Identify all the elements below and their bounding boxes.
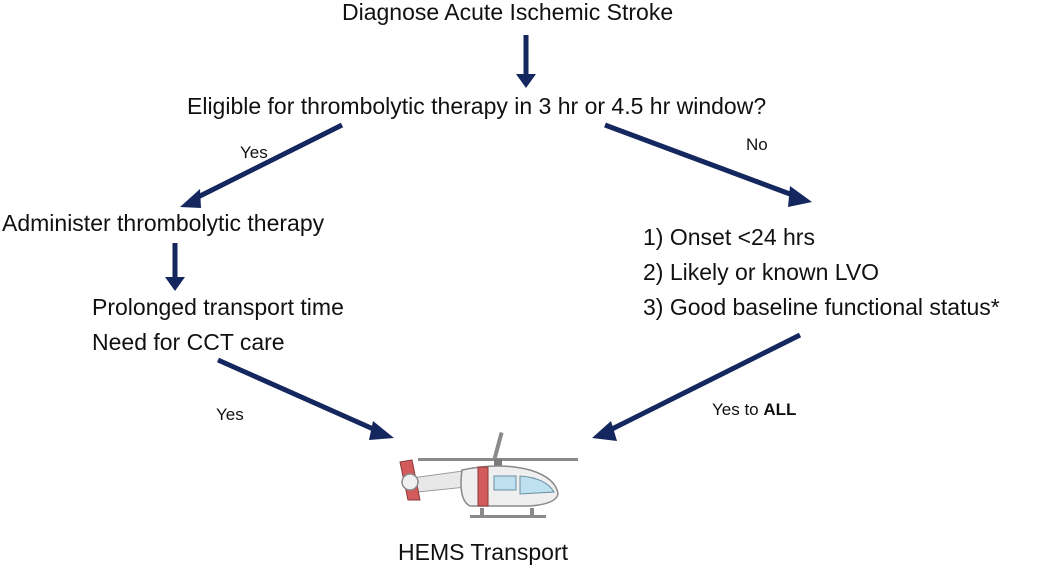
arrowhead	[165, 277, 185, 291]
arrowhead	[180, 189, 201, 208]
arrow-criteria-left-to-hems	[216, 357, 382, 435]
end-node: HEMS Transport	[398, 539, 568, 565]
arrow-criteria-right-to-hems	[604, 332, 802, 435]
arrowhead	[369, 421, 394, 440]
edge-label-no: No	[746, 135, 768, 154]
edge-label-yes: Yes	[240, 143, 268, 162]
administer-node: Administer thrombolytic therapy	[2, 210, 325, 236]
criteria-right-item: 3) Good baseline functional status*	[643, 294, 1000, 320]
criteria-right-item: 1) Onset <24 hrs	[643, 224, 815, 250]
arrowhead	[592, 421, 617, 441]
criteria-left-node: Prolonged transport time Need for CCT ca…	[92, 290, 344, 360]
edge-label-yes-bottom: Yes	[216, 405, 244, 424]
arrowhead	[788, 186, 812, 207]
helicopter-icon	[399, 431, 578, 518]
criteria-right-node: 1) Onset <24 hrs 2) Likely or known LVO …	[643, 220, 1000, 325]
criteria-right-item: 2) Likely or known LVO	[643, 259, 880, 285]
start-node: Diagnose Acute Ischemic Stroke	[342, 0, 674, 25]
arrow-question-to-administer	[188, 122, 344, 204]
question-node: Eligible for thrombolytic therapy in 3 h…	[187, 93, 767, 119]
all-text: ALL	[763, 400, 797, 419]
criteria-left-item: Need for CCT care	[92, 329, 285, 355]
arrowhead	[516, 74, 536, 88]
criteria-left-item: Prolonged transport time	[92, 294, 344, 320]
edge-label-yes-to-all: Yes to ALL	[712, 399, 796, 421]
yes-to-text: Yes to	[712, 400, 759, 419]
arrow-question-to-criteria-right	[604, 122, 799, 200]
